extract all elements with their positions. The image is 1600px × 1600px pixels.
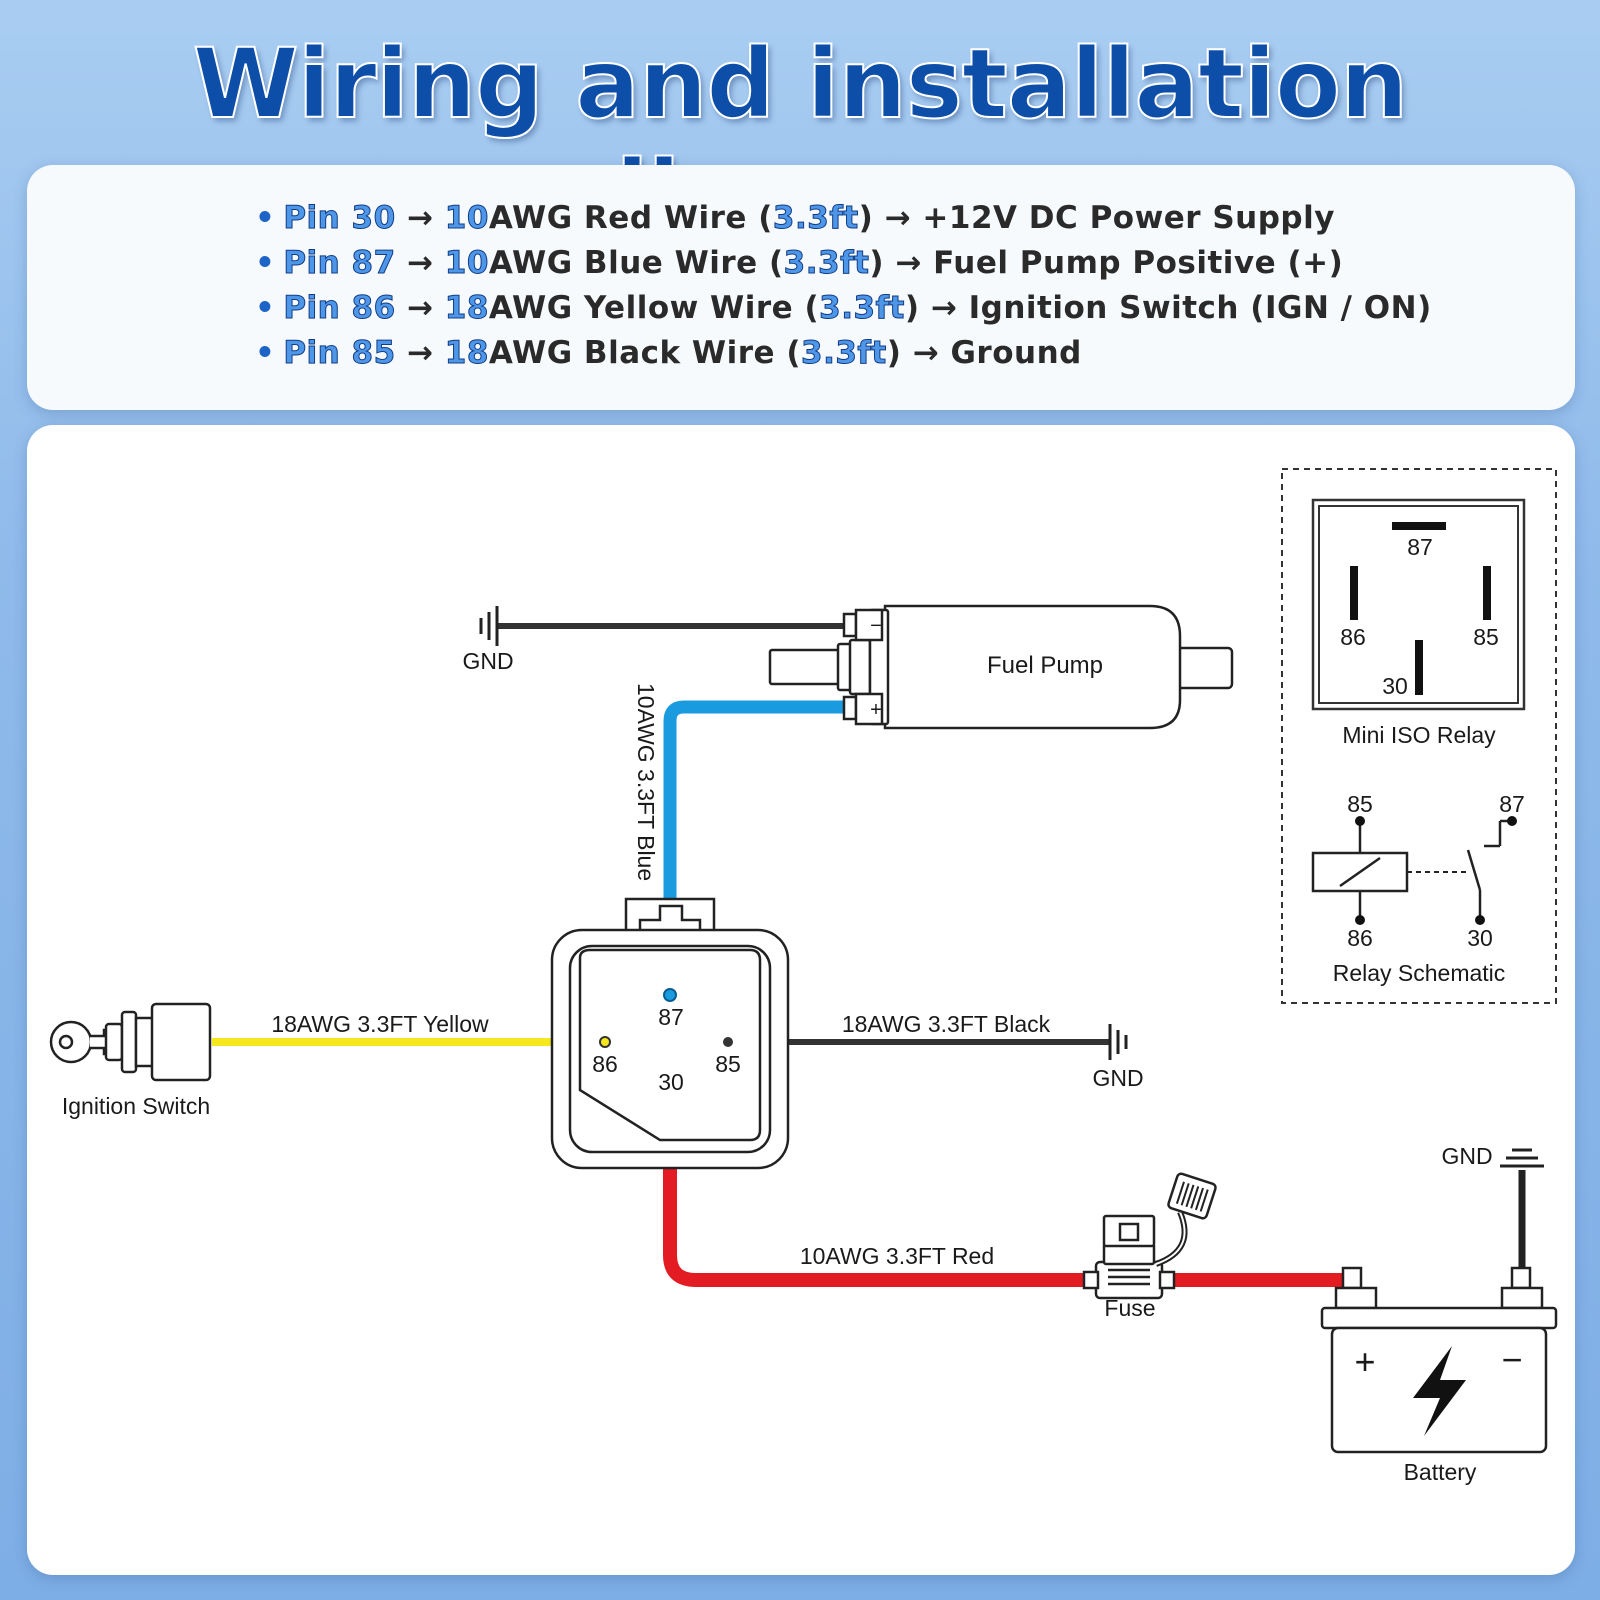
relay-schematic-icon bbox=[1311, 819, 1512, 920]
legend-row-pin87: •Pin 87 → 10AWG Blue Wire (3.3ft) → Fuel… bbox=[255, 241, 1432, 286]
legend-panel bbox=[27, 165, 1575, 410]
legend-wire: AWG Black Wire ( bbox=[488, 335, 801, 371]
legend-arrow: → bbox=[406, 335, 434, 371]
relay-pin-87-label: 87 bbox=[658, 1004, 684, 1030]
legend-arrow: → bbox=[406, 245, 434, 281]
schematic-terminal-dots bbox=[1355, 816, 1517, 925]
relay-pin-86-label: 86 bbox=[592, 1051, 618, 1077]
pump-minus-icon: − bbox=[870, 615, 882, 637]
legend-arrow: → bbox=[406, 290, 434, 326]
blue-wire bbox=[663, 700, 857, 1002]
schematic-pin-85: 85 bbox=[1347, 791, 1373, 817]
schematic-pin-87: 87 bbox=[1499, 791, 1525, 817]
battery-minus-icon: − bbox=[1501, 1339, 1522, 1380]
blue-wire-label: 10AWG 3.3FT Blue bbox=[633, 683, 659, 881]
red-wire-label: 10AWG 3.3FT Red bbox=[800, 1243, 994, 1269]
wiring-legend: •Pin 30 → 10AWG Red Wire (3.3ft) → +12V … bbox=[255, 196, 1432, 376]
legend-gauge: 10 bbox=[444, 200, 489, 237]
legend-close: ) bbox=[904, 290, 920, 326]
legend-length: 3.3ft bbox=[783, 245, 870, 282]
gnd-label-black: GND bbox=[1092, 1065, 1143, 1091]
mini-iso-relay-icon bbox=[1311, 498, 1526, 711]
mini-iso-relay-label: Mini ISO Relay bbox=[1342, 722, 1496, 748]
black-wire-label: 18AWG 3.3FT Black bbox=[842, 1011, 1051, 1037]
legend-arrow: → bbox=[406, 200, 434, 236]
relay-body bbox=[550, 897, 790, 1170]
legend-arrow: → bbox=[930, 290, 958, 326]
battery-label: Battery bbox=[1404, 1459, 1477, 1485]
legend-close: ) bbox=[858, 200, 874, 236]
legend-wire: AWG Yellow Wire ( bbox=[488, 290, 820, 326]
legend-pin: Pin 87 bbox=[283, 245, 396, 282]
legend-gauge: 10 bbox=[444, 245, 489, 282]
legend-dest: Ground bbox=[950, 335, 1082, 371]
pump-plus-icon: + bbox=[870, 699, 882, 721]
gnd-label-pump: GND bbox=[462, 648, 513, 674]
legend-row-pin30: •Pin 30 → 10AWG Red Wire (3.3ft) → +12V … bbox=[255, 196, 1432, 241]
relay-pin-30-label: 30 bbox=[658, 1069, 684, 1095]
legend-length: 3.3ft bbox=[819, 290, 905, 327]
ground-icon bbox=[1500, 1148, 1544, 1168]
relay-pin-85-label: 85 bbox=[715, 1051, 741, 1077]
gnd-label-battery: GND bbox=[1441, 1143, 1492, 1169]
fuse-cap-grip-icon bbox=[1175, 1181, 1209, 1212]
iso-pin-85: 85 bbox=[1473, 624, 1499, 650]
legend-wire: AWG Red Wire ( bbox=[488, 200, 773, 236]
legend-gauge: 18 bbox=[444, 335, 489, 372]
legend-row-pin86: •Pin 86 → 18AWG Yellow Wire (3.3ft) → Ig… bbox=[255, 286, 1432, 331]
yellow-wire-label: 18AWG 3.3FT Yellow bbox=[271, 1011, 489, 1037]
relay-pin-86-dot bbox=[599, 1036, 611, 1048]
legend-row-pin85: •Pin 85 → 18AWG Black Wire (3.3ft) → Gro… bbox=[255, 331, 1432, 376]
relay-pin-85-dot bbox=[723, 1037, 733, 1047]
legend-arrow: → bbox=[884, 200, 912, 236]
legend-wire: AWG Blue Wire ( bbox=[488, 245, 784, 281]
fuse-label: Fuse bbox=[1104, 1295, 1155, 1321]
bullet-icon: • bbox=[255, 200, 276, 236]
fuel-pump bbox=[768, 604, 1234, 730]
ignition-switch-label: Ignition Switch bbox=[62, 1093, 210, 1119]
bullet-icon: • bbox=[255, 245, 276, 281]
legend-dest: Fuel Pump Positive (+) bbox=[933, 245, 1344, 281]
red-wire bbox=[663, 1106, 1352, 1287]
diagram-panel bbox=[27, 425, 1575, 1575]
fuse-holder-icon bbox=[1082, 1172, 1217, 1300]
schematic-pin-86: 86 bbox=[1347, 925, 1373, 951]
iso-pin-87: 87 bbox=[1407, 534, 1433, 560]
legend-close: ) bbox=[869, 245, 885, 281]
iso-pin-30: 30 bbox=[1382, 673, 1408, 699]
legend-pin: Pin 85 bbox=[283, 335, 396, 372]
legend-arrow: → bbox=[895, 245, 922, 281]
legend-pin: Pin 86 bbox=[283, 290, 396, 327]
battery-plus-icon: + bbox=[1354, 1341, 1375, 1382]
legend-length: 3.3ft bbox=[772, 200, 859, 237]
legend-dest: Ignition Switch (IGN / ON) bbox=[968, 290, 1432, 326]
legend-close: ) bbox=[886, 335, 902, 371]
relay-info-box bbox=[1281, 468, 1557, 1004]
ground-icon bbox=[1108, 1024, 1128, 1060]
legend-length: 3.3ft bbox=[801, 335, 887, 372]
legend-gauge: 18 bbox=[444, 290, 489, 327]
relay-schematic-label: Relay Schematic bbox=[1333, 960, 1506, 986]
ground-icon bbox=[479, 606, 499, 646]
bullet-icon: • bbox=[255, 290, 276, 326]
fuel-pump-label: Fuel Pump bbox=[987, 652, 1103, 679]
ignition-switch-icon bbox=[49, 1002, 212, 1082]
lightning-bolt-icon bbox=[1413, 1346, 1466, 1436]
legend-dest: +12V DC Power Supply bbox=[922, 200, 1335, 236]
iso-pin-86: 86 bbox=[1340, 624, 1366, 650]
legend-arrow: → bbox=[912, 335, 940, 371]
schematic-pin-30: 30 bbox=[1467, 925, 1493, 951]
relay-pin-87-dot bbox=[663, 988, 677, 1002]
bullet-icon: • bbox=[255, 335, 276, 371]
legend-pin: Pin 30 bbox=[283, 200, 396, 237]
